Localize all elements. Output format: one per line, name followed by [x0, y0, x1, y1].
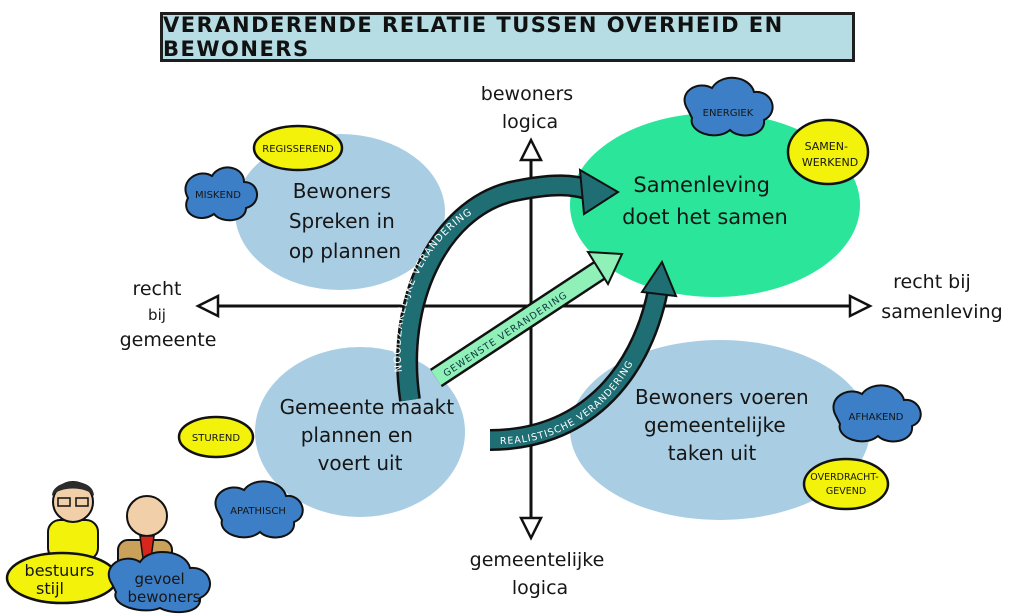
axis-arrow-right: [848, 293, 873, 319]
arrow-gewenste-head: [586, 250, 624, 287]
quadrant-top-right-blob: [570, 113, 860, 297]
quadrant-top-left-text: Bewoners Spreken in op plannen: [289, 179, 401, 263]
axis-arrow-up: [518, 137, 544, 162]
svg-text:APATHISCH: APATHISCH: [230, 506, 286, 517]
cloud-miskend: MISKEND: [184, 166, 258, 222]
quadrant-top-left-blob: [235, 134, 445, 290]
arrow-realistische-head: [640, 259, 678, 298]
svg-text:MISKEND: MISKEND: [195, 190, 241, 201]
legend-gevoel-bewoners: gevoel bewoners: [107, 550, 211, 614]
axis-bottom-label: gemeentelijke logica: [470, 549, 611, 599]
quadrant-bottom-left-text: Gemeente maakt plannen en voert uit: [280, 395, 461, 475]
axis-right-label: recht bij samenleving: [881, 271, 1002, 323]
svg-text:OVERDRACHT- GEVEND: OVERDRACHT- GEVEND: [810, 472, 881, 497]
arrow-noodzakelijke-head: [578, 168, 620, 216]
quadrant-bottom-right-blob: [570, 340, 870, 520]
tag-sturend: STUREND: [177, 415, 255, 459]
cloud-apathisch: APATHISCH: [214, 480, 304, 539]
quadrant-top-right-text: Samenleving doet het samen: [622, 173, 788, 229]
svg-text:AFHAKEND: AFHAKEND: [848, 412, 903, 423]
svg-text:SAMEN- WERKEND: SAMEN- WERKEND: [802, 140, 858, 169]
svg-text:REGISSEREND: REGISSEREND: [262, 144, 334, 155]
cloud-energiek: ENERGIEK: [683, 77, 774, 137]
tag-regisserend: REGISSEREND: [252, 124, 344, 172]
title-box: VERANDERENDE RELATIE TUSSEN OVERHEID EN …: [160, 12, 855, 62]
axis-top-label: bewoners logica: [481, 83, 579, 133]
svg-text:STUREND: STUREND: [192, 433, 241, 444]
svg-text:ENERGIEK: ENERGIEK: [703, 108, 754, 119]
axis-arrow-left: [195, 293, 220, 319]
diagram-title: VERANDERENDE RELATIE TUSSEN OVERHEID EN …: [163, 13, 784, 61]
arrow-gewenste-label: GEWENSTE VERANDERING: [442, 290, 570, 380]
svg-text:bestuurs stijl: bestuurs stijl: [25, 561, 100, 598]
tag-overdrachtgevend: OVERDRACHT- GEVEND: [802, 457, 890, 511]
legend-bestuursstijl: bestuurs stijl: [5, 551, 119, 605]
figure-bestuurder: [47, 481, 99, 561]
axis-arrow-down: [518, 516, 544, 541]
axis-left-label: recht bij gemeente: [120, 278, 217, 351]
quadrant-bottom-right-text: Bewoners voeren gemeentelijke taken uit: [635, 385, 815, 465]
svg-text:gevoel bewoners: gevoel bewoners: [128, 570, 201, 606]
tag-samenwerkend: SAMEN- WERKEND: [786, 118, 870, 186]
cloud-afhakend: AFHAKEND: [832, 384, 922, 443]
